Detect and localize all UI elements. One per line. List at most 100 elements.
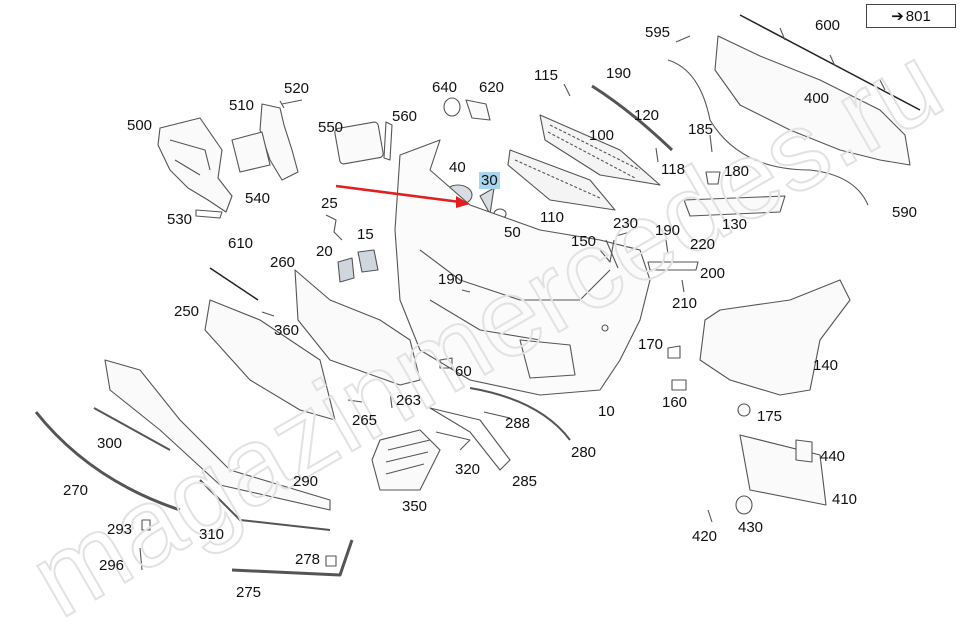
part-320-trim [435, 431, 471, 451]
label-140[interactable]: 140 [813, 357, 839, 374]
label-270[interactable]: 270 [63, 482, 89, 499]
label-60[interactable]: 60 [455, 363, 472, 380]
part-520-bolt [279, 99, 303, 109]
label-410[interactable]: 410 [832, 491, 858, 508]
label-280[interactable]: 280 [571, 444, 597, 461]
label-560[interactable]: 560 [392, 108, 418, 125]
label-190-center[interactable]: 190 [438, 271, 464, 288]
label-10[interactable]: 10 [598, 403, 615, 420]
label-600[interactable]: 600 [815, 17, 841, 34]
part-170-clip [667, 345, 681, 359]
part-280-strip [469, 387, 571, 441]
label-400[interactable]: 400 [804, 90, 830, 107]
label-230[interactable]: 230 [613, 215, 639, 232]
part-640-ring [443, 97, 461, 117]
label-50[interactable]: 50 [504, 224, 521, 241]
label-290[interactable]: 290 [293, 473, 319, 490]
part-20-panel [337, 257, 355, 283]
label-200[interactable]: 200 [700, 265, 726, 282]
part-118-screw [655, 147, 659, 163]
label-595[interactable]: 595 [645, 24, 671, 41]
label-115[interactable]: 115 [534, 67, 558, 84]
label-265[interactable]: 265 [352, 412, 378, 429]
arrow-right-icon: ➔ [891, 8, 904, 25]
part-185-screw [709, 134, 713, 153]
part-60-clip [439, 357, 453, 369]
part-360-bolt [261, 311, 275, 317]
label-30-highlighted[interactable]: 30 [479, 172, 500, 189]
label-300[interactable]: 300 [97, 435, 123, 452]
part-265-bolt [347, 399, 363, 403]
label-150[interactable]: 150 [571, 233, 597, 250]
label-130[interactable]: 130 [722, 216, 748, 233]
label-120[interactable]: 120 [634, 107, 660, 124]
part-160-clip [671, 379, 687, 391]
part-110-grille [507, 149, 616, 211]
label-350[interactable]: 350 [402, 498, 428, 515]
part-540-module [231, 131, 271, 173]
label-550[interactable]: 550 [318, 119, 344, 136]
label-320[interactable]: 320 [455, 461, 481, 478]
part-190-screw [461, 289, 471, 293]
label-293[interactable]: 293 [107, 521, 133, 538]
label-285[interactable]: 285 [512, 473, 538, 490]
label-250[interactable]: 250 [174, 303, 200, 320]
label-288[interactable]: 288 [505, 415, 531, 432]
label-170[interactable]: 170 [638, 336, 664, 353]
label-185[interactable]: 185 [688, 121, 714, 138]
label-190-right[interactable]: 190 [655, 222, 681, 239]
label-420[interactable]: 420 [692, 528, 718, 545]
part-10-bumper [394, 139, 651, 396]
part-595-cable [667, 59, 869, 206]
label-110[interactable]: 110 [540, 209, 564, 226]
part-285-trim [429, 407, 511, 471]
part-15-panel [357, 249, 379, 273]
part-270-strip [34, 411, 181, 512]
label-175[interactable]: 175 [757, 408, 783, 425]
label-263[interactable]: 263 [396, 392, 422, 409]
label-620[interactable]: 620 [479, 79, 505, 96]
part-25-clip [325, 214, 343, 241]
label-180[interactable]: 180 [724, 163, 750, 180]
part-210-screw [681, 279, 685, 293]
part-430-nut [735, 495, 753, 515]
label-590[interactable]: 590 [892, 204, 918, 221]
label-510[interactable]: 510 [229, 97, 255, 114]
label-430[interactable]: 430 [738, 519, 764, 536]
label-210[interactable]: 210 [672, 295, 698, 312]
part-296-screw [139, 547, 143, 571]
part-200-bracket [647, 261, 699, 271]
part-275-strip [231, 539, 354, 577]
label-640[interactable]: 640 [432, 79, 458, 96]
label-160[interactable]: 160 [662, 394, 688, 411]
reference-link-button[interactable]: ➔ 801 [866, 4, 956, 28]
label-440[interactable]: 440 [820, 448, 846, 465]
part-530-bracket [195, 209, 223, 219]
label-296[interactable]: 296 [99, 557, 125, 574]
label-540[interactable]: 540 [245, 190, 271, 207]
label-100[interactable]: 100 [589, 127, 615, 144]
part-310-strip [199, 479, 331, 531]
label-190-top[interactable]: 190 [606, 65, 632, 82]
part-350-grille [371, 429, 441, 491]
label-220[interactable]: 220 [690, 236, 716, 253]
part-180-clip [705, 171, 721, 185]
label-260[interactable]: 260 [270, 254, 296, 271]
label-25[interactable]: 25 [321, 195, 338, 212]
label-360[interactable]: 360 [274, 322, 300, 339]
part-175-clip [737, 403, 751, 417]
part-130-drl [683, 195, 786, 217]
label-610[interactable]: 610 [228, 235, 254, 252]
label-275[interactable]: 275 [236, 584, 262, 601]
label-520[interactable]: 520 [284, 80, 310, 97]
label-20[interactable]: 20 [316, 243, 333, 260]
part-115-screw [563, 83, 571, 97]
label-118[interactable]: 118 [661, 161, 685, 178]
label-15[interactable]: 15 [357, 226, 374, 243]
label-310[interactable]: 310 [199, 526, 225, 543]
label-40[interactable]: 40 [449, 159, 466, 176]
label-530[interactable]: 530 [167, 211, 193, 228]
label-500[interactable]: 500 [127, 117, 153, 134]
part-250-grille [204, 299, 336, 421]
label-278[interactable]: 278 [295, 551, 321, 568]
